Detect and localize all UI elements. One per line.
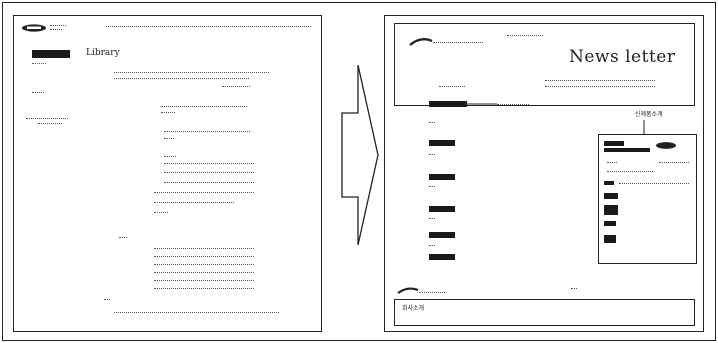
panel-block xyxy=(604,193,618,199)
menu-note xyxy=(429,122,435,123)
menu-note xyxy=(429,218,435,219)
text-line xyxy=(222,86,250,87)
menu-block xyxy=(429,232,455,238)
panel-block xyxy=(604,148,650,152)
text-line xyxy=(164,172,254,173)
text-line xyxy=(164,131,250,132)
logo-icon xyxy=(22,24,46,32)
logo-icon xyxy=(409,38,433,46)
text-line xyxy=(161,112,175,113)
footer-line xyxy=(114,312,279,313)
footer-text: 회사소개 xyxy=(402,305,425,312)
menu-note xyxy=(429,186,435,187)
text-line xyxy=(154,272,254,273)
menu-block xyxy=(429,174,455,180)
text-line xyxy=(164,156,176,157)
panel-block xyxy=(604,235,616,243)
text-line xyxy=(164,182,254,183)
logo-caption xyxy=(433,42,483,43)
callout-text xyxy=(497,104,529,105)
text-line xyxy=(154,248,254,249)
product-logo-icon xyxy=(656,142,676,149)
menu-note xyxy=(429,245,435,246)
menu-block xyxy=(429,206,455,212)
menu-block xyxy=(429,101,467,107)
text-line xyxy=(114,78,249,79)
date-line xyxy=(545,80,655,81)
newsletter-title: News letter xyxy=(569,47,676,67)
after-document: News letter 신제품소개 xyxy=(384,15,704,332)
text-line xyxy=(154,288,254,289)
arrow-right-icon xyxy=(341,64,379,246)
text-line xyxy=(154,202,234,203)
issue-line xyxy=(507,35,543,36)
panel-line xyxy=(659,162,689,163)
logo-caption xyxy=(50,29,62,30)
before-document: Library xyxy=(13,15,322,332)
logo-caption xyxy=(419,292,445,293)
text-line xyxy=(154,280,254,281)
text-line xyxy=(114,72,269,73)
text-line xyxy=(164,138,174,139)
text-line xyxy=(119,237,127,238)
menu-block xyxy=(429,254,455,260)
text-line xyxy=(154,256,254,257)
side-note xyxy=(38,123,62,124)
panel-block xyxy=(604,205,618,215)
panel-line xyxy=(619,183,689,184)
panel-block xyxy=(604,181,614,185)
text-line xyxy=(154,192,254,193)
panel-line xyxy=(607,171,653,172)
footer-box: 회사소개 xyxy=(394,299,695,326)
header-note xyxy=(439,86,465,87)
logo-caption xyxy=(50,25,66,26)
panel-block xyxy=(604,221,616,226)
text-line xyxy=(104,299,110,300)
text-line xyxy=(164,163,254,164)
section-title: Library xyxy=(86,48,120,58)
panel-line xyxy=(607,162,617,163)
footer-note xyxy=(571,288,577,289)
callout-label: 신제품소개 xyxy=(635,111,663,118)
side-note xyxy=(26,118,68,119)
text-line xyxy=(154,264,254,265)
newsletter-header: News letter xyxy=(394,23,695,106)
side-note xyxy=(32,92,44,93)
product-panel xyxy=(598,134,697,264)
text-line xyxy=(161,106,247,107)
label-caption xyxy=(32,63,46,64)
panel-block xyxy=(604,141,624,146)
footer-logo-icon xyxy=(397,287,419,294)
menu-note xyxy=(429,154,435,155)
date-line xyxy=(545,86,655,87)
label-block xyxy=(32,50,70,58)
callout-line xyxy=(467,103,497,105)
header-line xyxy=(106,26,311,27)
menu-block xyxy=(429,140,455,146)
text-line xyxy=(154,212,168,213)
